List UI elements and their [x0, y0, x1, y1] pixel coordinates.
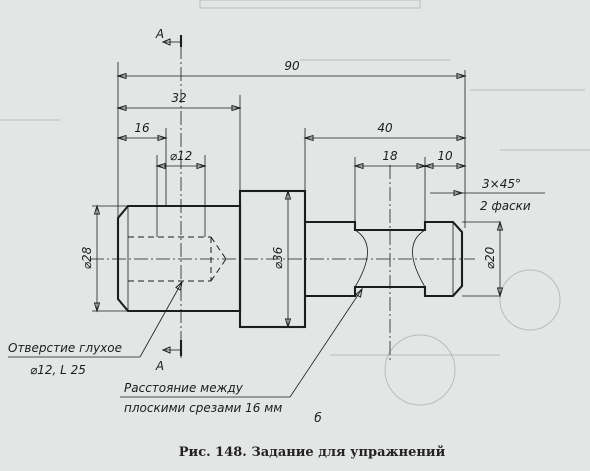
- section-cut-marks: [161, 35, 183, 356]
- dim-overall-length: 90: [284, 59, 300, 73]
- centerlines: [90, 45, 475, 360]
- extension-lines: [92, 62, 500, 312]
- leader-lines: [8, 280, 363, 398]
- note-flats-line2: плоскими срезами 16 мм: [124, 401, 282, 415]
- dim-right-diameter: ⌀20: [483, 246, 497, 269]
- dim-length-40: 40: [377, 121, 393, 135]
- note-blind-hole-spec: ⌀12, L 25: [30, 363, 86, 377]
- dim-collar-diameter: ⌀36: [271, 246, 285, 269]
- section-mark-top: A: [155, 27, 164, 41]
- dim-length-10: 10: [437, 149, 453, 163]
- dim-chamfer: 3×45°: [482, 177, 521, 191]
- note-blind-hole-title: Отверстие глухое: [8, 341, 122, 355]
- dim-left-diameter: ⌀28: [80, 246, 94, 269]
- section-mark-bottom: A: [155, 359, 164, 373]
- dimension-lines: [93, 72, 545, 329]
- dim-length-32: 32: [171, 91, 186, 105]
- dim-length-16: 16: [134, 121, 150, 135]
- left-cylinder-outline: [116, 204, 242, 313]
- dim-hole-diameter: ⌀12: [170, 149, 193, 163]
- sub-figure-label: б: [314, 411, 322, 425]
- flat-cut-curves: [354, 229, 426, 288]
- figure-caption: Рис. 148. Задание для упражнений: [179, 445, 446, 460]
- dim-chamfer-count: 2 фаски: [480, 199, 531, 213]
- note-flats-line1: Расстояние между: [124, 381, 244, 395]
- dim-length-18: 18: [382, 149, 398, 163]
- background-ghost-lines: [0, 0, 590, 406]
